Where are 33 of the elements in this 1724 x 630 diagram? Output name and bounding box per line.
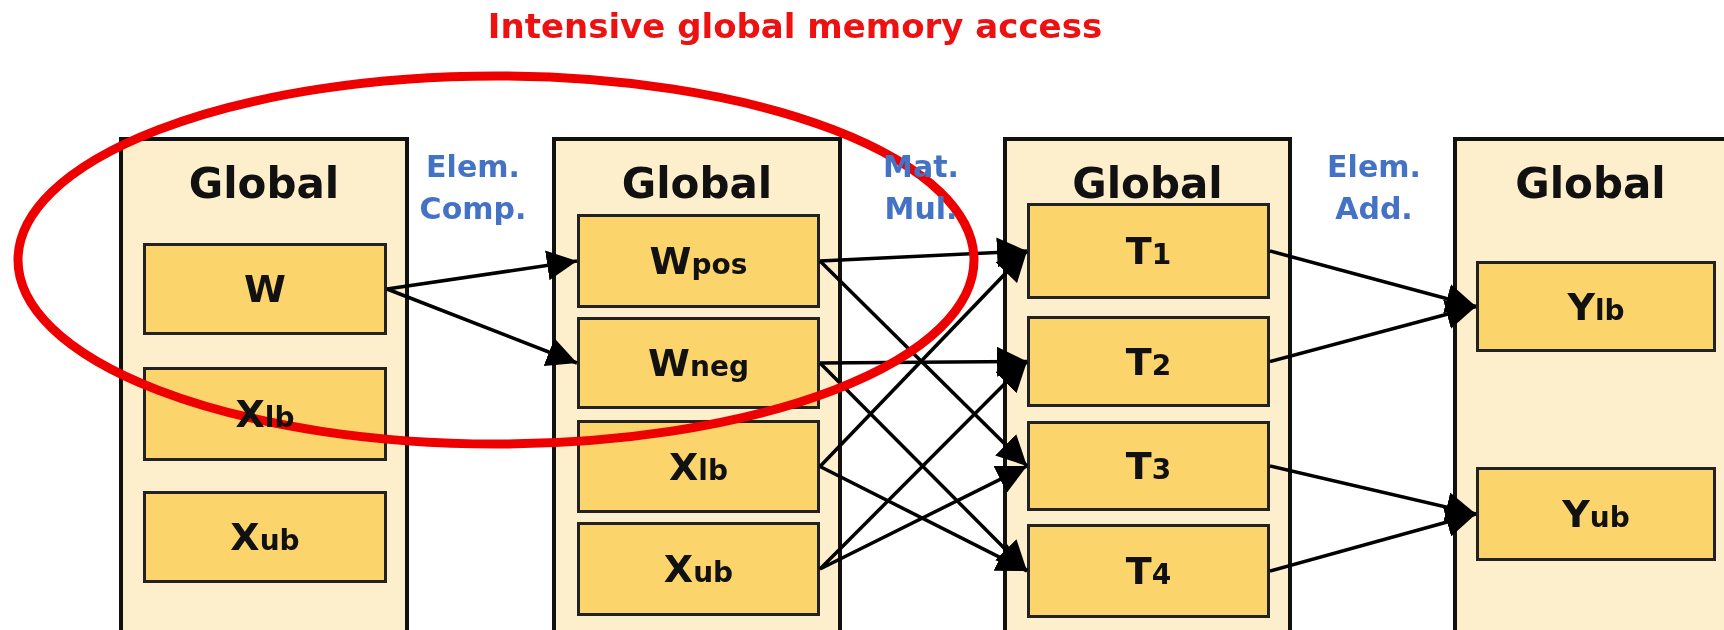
panel-heading: Global	[1514, 159, 1667, 208]
data-box	[1027, 524, 1270, 618]
arrow	[1269, 299, 1477, 364]
data-box	[577, 214, 820, 308]
data-box	[577, 522, 820, 616]
data-box	[143, 367, 387, 461]
memory-panel	[119, 137, 409, 630]
box-label: W	[244, 267, 286, 311]
memory-panel	[1003, 137, 1292, 630]
data-box	[1476, 467, 1716, 561]
memory-panel	[1453, 137, 1724, 630]
data-box	[1027, 421, 1270, 511]
operation-label: Elem. Comp.	[418, 148, 528, 228]
operation-label: Elem. Add.	[1326, 148, 1422, 228]
panel-heading: Global	[620, 159, 774, 208]
arrow	[820, 346, 1027, 377]
panel-heading: Global	[187, 159, 341, 208]
data-box	[143, 243, 387, 335]
data-box	[1027, 316, 1270, 407]
data-box	[577, 317, 820, 409]
data-box	[1476, 261, 1716, 352]
arrow	[386, 287, 578, 367]
arrow	[1269, 464, 1477, 522]
title: Intensive global memory access	[487, 6, 1103, 46]
panel-heading: Global	[1071, 159, 1224, 208]
arrow	[1269, 507, 1477, 573]
arrow	[1269, 249, 1477, 314]
arrow	[386, 250, 578, 291]
memory-panel	[552, 137, 842, 630]
arrow	[819, 237, 1028, 268]
data-box	[577, 420, 820, 513]
data-box	[1027, 203, 1270, 299]
data-box	[143, 491, 387, 583]
